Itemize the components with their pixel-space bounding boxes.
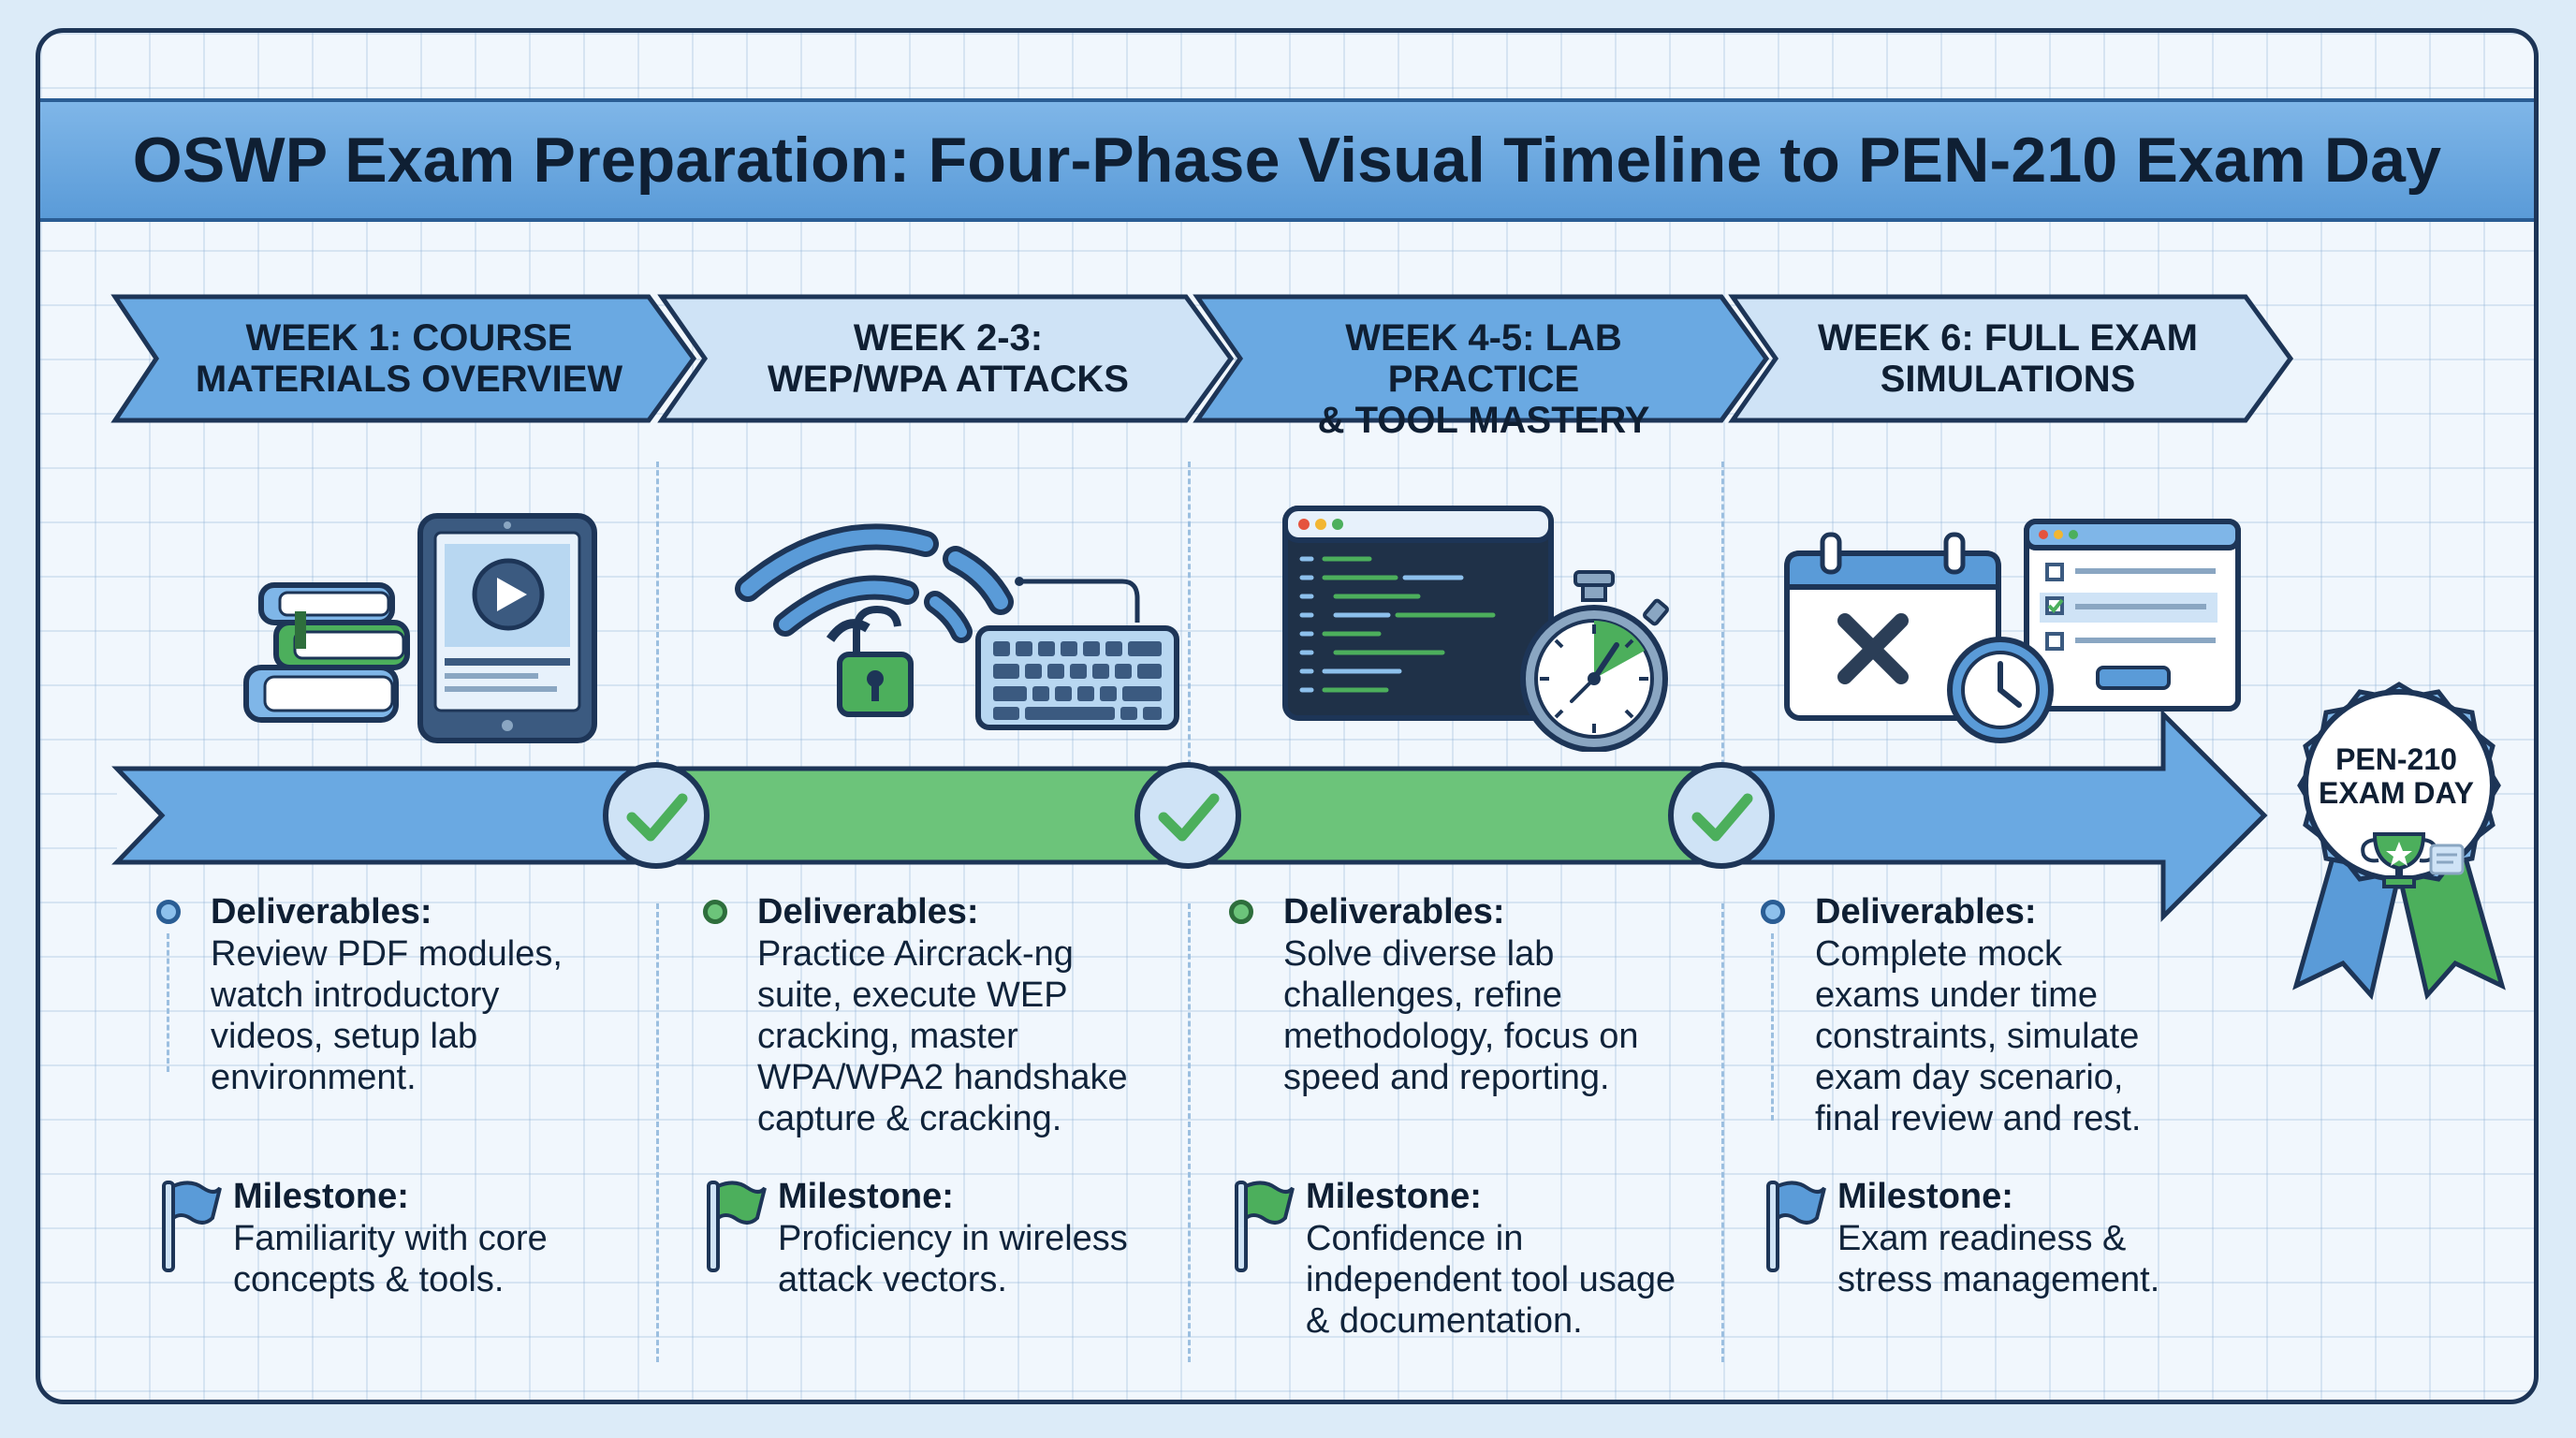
- milestone-heading: Milestone:: [778, 1177, 954, 1216]
- deliverables-stem: [167, 933, 169, 1072]
- deliverables-line: challenges, refine: [1283, 976, 1562, 1015]
- deliverables-line: suite, execute WEP: [757, 976, 1068, 1015]
- deliverables-line: exam day scenario,: [1815, 1058, 2124, 1097]
- milestone-line: independent tool usage: [1306, 1260, 1676, 1299]
- timeline-arrowhead: [1722, 708, 2268, 923]
- milestone-text: Proficiency in wireless attack vectors.: [778, 1218, 1218, 1300]
- deliverables-line: Practice Aircrack-ng: [757, 934, 1074, 974]
- flag-icon: [1235, 1181, 1295, 1272]
- phase-label-1: WEEK 1: COURSE MATERIALS OVERVIEW: [184, 317, 634, 400]
- deliverables-heading: Deliverables:: [1815, 892, 2037, 932]
- phase-label-2-line1: WEEK 2-3:: [853, 317, 1044, 359]
- timeline-band: [111, 708, 2268, 923]
- deliverables-line: videos, setup lab: [211, 1017, 478, 1056]
- phase-chevron-1: [110, 294, 697, 423]
- phase-label-4: WEEK 6: FULL EXAM SIMULATIONS: [1783, 317, 2232, 400]
- phase-chevrons: [110, 294, 2294, 423]
- book-tablet-video-icon: [243, 513, 597, 743]
- deliverables-line: cracking, master: [757, 1017, 1018, 1056]
- phase-label-1-line1: WEEK 1: COURSE: [245, 317, 573, 359]
- deliverables-stem: [1771, 933, 1774, 1121]
- deliverables-line: Solve diverse lab: [1283, 934, 1555, 974]
- phase-label-3: WEEK 4-5: LAB PRACTICE & TOOL MASTERY: [1259, 317, 1708, 441]
- milestone-text: Familiarity with core concepts & tools.: [233, 1218, 673, 1300]
- deliverables-line: methodology, focus on: [1283, 1017, 1639, 1056]
- deliverables-text: Practice Aircrack-ng suite, execute WEP …: [757, 933, 1244, 1139]
- checkpoint-3: [1668, 762, 1775, 869]
- deliverables-line: Complete mock: [1815, 934, 2062, 974]
- milestone-line: & documentation.: [1306, 1301, 1583, 1341]
- flag-icon: [162, 1181, 222, 1272]
- phase-chevron-3: [1193, 294, 1770, 423]
- milestone-line: Exam readiness &: [1837, 1219, 2127, 1258]
- terminal-stopwatch-icon: [1282, 506, 1669, 752]
- deliverables-line: Review PDF modules,: [211, 934, 563, 974]
- deliverables-bullet-icon: [156, 900, 181, 924]
- deliverables-bullet-icon: [1761, 900, 1785, 924]
- divider-top-1: [656, 462, 659, 808]
- flag-icon: [1766, 1181, 1826, 1272]
- divider-top-3: [1721, 462, 1724, 808]
- phase-chevron-2: [657, 294, 1235, 423]
- milestone-heading: Milestone:: [233, 1177, 409, 1216]
- milestone-line: Familiarity with core: [233, 1219, 548, 1258]
- phase-label-4-line1: WEEK 6: FULL EXAM: [1818, 317, 2198, 359]
- phase-label-3-line2: & TOOL MASTERY: [1317, 400, 1650, 441]
- exam-day-badge-label: PEN-210 EXAM DAY: [2279, 742, 2513, 810]
- phase-label-2-line2: WEP/WPA ATTACKS: [768, 359, 1129, 400]
- title-bar: OSWP Exam Preparation: Four-Phase Visual…: [40, 98, 2534, 222]
- timeline-segment-3: [1189, 766, 1728, 865]
- timeline-segment-2: [655, 766, 1194, 865]
- deliverables-line: exams under time: [1815, 976, 2099, 1015]
- deliverables-text: Solve diverse lab challenges, refine met…: [1283, 933, 1770, 1098]
- milestone-line: Confidence in: [1306, 1219, 1524, 1258]
- milestone-heading: Milestone:: [1306, 1177, 1482, 1216]
- divider-bottom-1: [656, 903, 659, 1362]
- deliverables-heading: Deliverables:: [211, 892, 432, 932]
- phase-label-4-line2: SIMULATIONS: [1880, 359, 2136, 400]
- deliverables-bullet-icon: [703, 900, 727, 924]
- page-title: OSWP Exam Preparation: Four-Phase Visual…: [132, 125, 2442, 196]
- deliverables-line: speed and reporting.: [1283, 1058, 1610, 1097]
- phase-label-3-line1: WEEK 4-5: LAB PRACTICE: [1345, 317, 1622, 400]
- phase-label-2: WEEK 2-3: WEP/WPA ATTACKS: [724, 317, 1173, 400]
- infographic-frame: OSWP Exam Preparation: Four-Phase Visual…: [36, 28, 2539, 1404]
- trophy-ribbon-icon: [2292, 682, 2506, 1001]
- milestone-line: Proficiency in wireless: [778, 1219, 1128, 1258]
- phase-label-1-line2: MATERIALS OVERVIEW: [195, 359, 623, 400]
- deliverables-line: environment.: [211, 1058, 417, 1097]
- phase-chevron-4: [1728, 294, 2294, 423]
- divider-bottom-3: [1721, 903, 1724, 1362]
- milestone-line: concepts & tools.: [233, 1260, 505, 1299]
- milestone-line: attack vectors.: [778, 1260, 1007, 1299]
- deliverables-line: capture & cracking.: [757, 1099, 1062, 1138]
- deliverables-line: final review and rest.: [1815, 1099, 2142, 1138]
- milestone-heading: Milestone:: [1837, 1177, 2013, 1216]
- divider-bottom-2: [1188, 903, 1191, 1362]
- deliverables-heading: Deliverables:: [757, 892, 979, 932]
- checkpoint-1: [603, 762, 710, 869]
- milestone-text: Confidence in independent tool usage & d…: [1306, 1218, 1746, 1342]
- deliverables-line: watch introductory: [211, 976, 500, 1015]
- calendar-clock-checklist-icon: [1784, 519, 2241, 743]
- deliverables-heading: Deliverables:: [1283, 892, 1505, 932]
- timeline-segment-1: [111, 766, 661, 865]
- deliverables-text: Complete mock exams under time constrain…: [1815, 933, 2302, 1139]
- flag-icon: [707, 1181, 767, 1272]
- deliverables-bullet-icon: [1229, 900, 1253, 924]
- deliverables-line: constraints, simulate: [1815, 1017, 2140, 1056]
- milestone-text: Exam readiness & stress management.: [1837, 1218, 2277, 1300]
- badge-line2: EXAM DAY: [2319, 776, 2474, 810]
- divider-top-2: [1188, 462, 1191, 808]
- milestone-line: stress management.: [1837, 1260, 2160, 1299]
- badge-line1: PEN-210: [2335, 742, 2457, 776]
- checkpoint-2: [1134, 762, 1241, 869]
- wifi-padlock-keyboard-icon: [735, 523, 1179, 730]
- deliverables-text: Review PDF modules, watch introductory v…: [211, 933, 697, 1098]
- deliverables-line: WPA/WPA2 handshake: [757, 1058, 1128, 1097]
